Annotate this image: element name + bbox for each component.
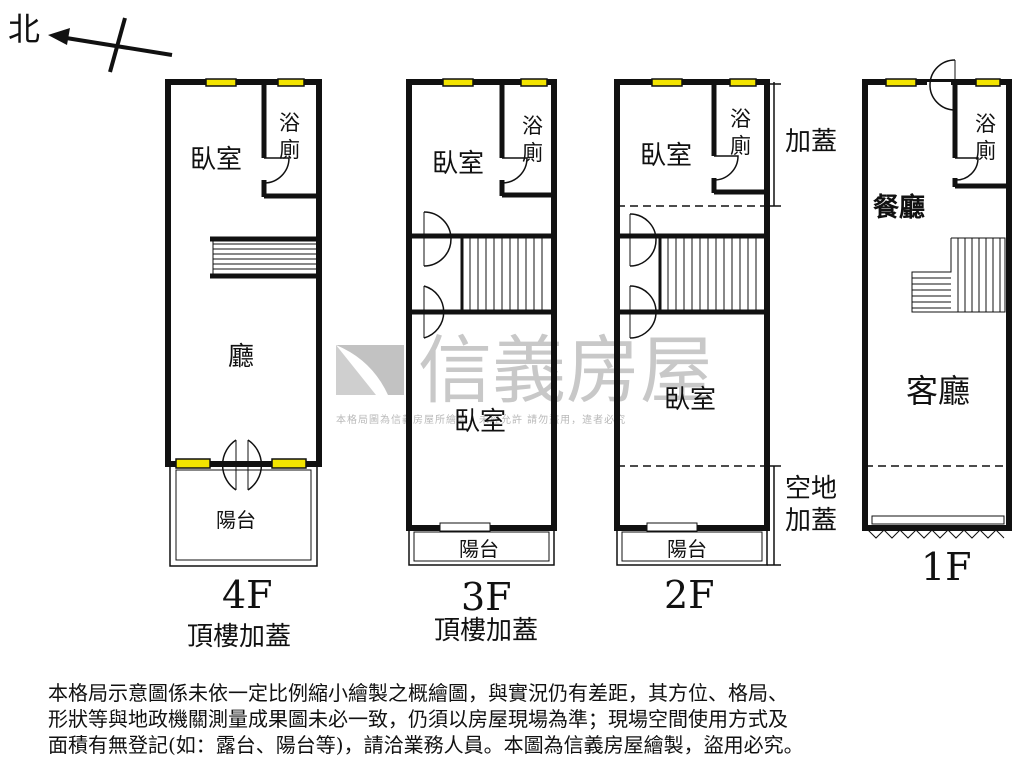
floor-4f bbox=[165, 78, 322, 567]
floor-1f-bath-label: 浴廁 bbox=[975, 112, 996, 163]
disclaimer: 本格局示意圖係未依一定比例縮小繪製之概繪圖，與實況仍有差距，其方位、格局、 形狀… bbox=[48, 680, 1008, 758]
floor-2f-bath-label: 浴廁 bbox=[730, 107, 751, 158]
watermark: 信義房屋 本格局圖為信義房屋所繪製，未經允許 請勿盜用，違者必究 bbox=[336, 328, 714, 426]
floor-3f-door-lower bbox=[423, 285, 445, 339]
floor-2f-balcony-label: 陽台 bbox=[667, 537, 707, 561]
floor-1f-bath-door bbox=[954, 157, 979, 181]
floor-3f-bedroom-top-label: 臥室 bbox=[432, 149, 484, 179]
floor-4f-bath-door bbox=[263, 157, 290, 184]
floor-3f-label: 3F bbox=[461, 575, 512, 619]
floor-4f-balcony-rail bbox=[169, 463, 318, 567]
floor-4f-balcony-label: 陽台 bbox=[216, 508, 256, 532]
floor-2f-bedroom-bottom-label: 臥室 bbox=[664, 385, 716, 415]
floor-3f-stairs bbox=[469, 238, 543, 310]
floor-2f-window-2 bbox=[729, 78, 757, 87]
disclaimer-line-3: 面積有無登記(如：露台、陽台等)，請洽業務人員。本圖為信義房屋繪製，盜用必究。 bbox=[48, 733, 804, 757]
floor-4f-living-label: 廳 bbox=[228, 342, 254, 372]
floor-1f-front-door bbox=[871, 515, 1005, 525]
north-arrow-head-icon bbox=[48, 28, 70, 45]
floor-4f-balcony-door-left bbox=[221, 439, 237, 491]
floor-1f-entrance-pattern bbox=[867, 529, 1005, 539]
floor-4f-bedroom-label: 臥室 bbox=[190, 145, 242, 175]
floor-2f-bath-door bbox=[713, 155, 739, 181]
floor-3f-balcony-label: 陽台 bbox=[459, 537, 499, 561]
floor-3f-bath-door bbox=[501, 157, 528, 184]
floor-4f-bath-label: 浴廁 bbox=[279, 111, 300, 162]
floor-2f-label: 2F bbox=[664, 573, 715, 617]
floor-2f-extension-bottom-label: 空地加蓋 bbox=[785, 474, 837, 536]
floor-3f-sublabel: 頂樓加蓋 bbox=[434, 616, 538, 646]
floor-2f-window-1 bbox=[651, 78, 683, 87]
floor-3f-sliding-door bbox=[439, 522, 491, 532]
floor-3f bbox=[406, 78, 557, 566]
floor-4f-window-3 bbox=[175, 458, 211, 469]
floor-4f-window-1 bbox=[205, 78, 237, 87]
floor-1f-dining-label: 餐廳 bbox=[873, 192, 925, 223]
watermark-logo-right-icon bbox=[336, 345, 404, 395]
floor-4f-window-4 bbox=[271, 458, 307, 469]
floor-3f-bath-label: 浴廁 bbox=[522, 114, 543, 165]
floor-2f-door-upper bbox=[629, 213, 657, 267]
floor-1f-label: 1F bbox=[921, 545, 972, 589]
north-compass: 北 bbox=[8, 10, 173, 73]
floor-4f-sublabel: 頂樓加蓋 bbox=[187, 622, 291, 652]
floor-1f bbox=[862, 59, 1012, 539]
north-arrow-cross bbox=[108, 17, 127, 73]
floor-4f-stairs bbox=[212, 239, 319, 276]
floor-4f-label: 4F bbox=[222, 573, 273, 617]
floor-2f-stairs bbox=[667, 238, 757, 310]
floor-3f-bedroom-bottom-label: 臥室 bbox=[454, 407, 506, 437]
floor-4f-window-2 bbox=[277, 78, 305, 87]
floor-3f-window-2 bbox=[520, 78, 548, 87]
floor-3f-door-upper bbox=[423, 211, 452, 267]
disclaimer-line-1: 本格局示意圖係未依一定比例縮小繪製之概繪圖，與實況仍有差距，其方位、格局、 bbox=[48, 681, 788, 705]
floor-2f-door-lower bbox=[629, 285, 657, 339]
north-label: 北 bbox=[8, 10, 40, 48]
watermark-brand: 信義房屋 bbox=[418, 328, 714, 414]
floor-4f-balcony-door-right bbox=[247, 439, 263, 491]
floor-2f-sliding-door bbox=[646, 522, 698, 532]
floor-1f-back-door bbox=[929, 83, 956, 111]
watermark-logo-left-icon bbox=[336, 345, 376, 395]
floor-1f-window-1 bbox=[885, 78, 917, 87]
floor-2f-bedroom-top-label: 臥室 bbox=[640, 141, 692, 171]
floor-1f-living-label: 客廳 bbox=[906, 372, 970, 410]
disclaimer-line-2: 形狀等與地政機關測量成果圖未必一致，仍須以房屋現場為準；現場空間使用方式及 bbox=[48, 707, 788, 731]
floor-1f-window-2 bbox=[975, 78, 1001, 87]
floor-3f-window-1 bbox=[442, 78, 474, 87]
floor-1f-stairs bbox=[911, 237, 1006, 313]
floor-2f-extension-top-label: 加蓋 bbox=[785, 127, 837, 157]
floor-2f bbox=[614, 78, 781, 566]
